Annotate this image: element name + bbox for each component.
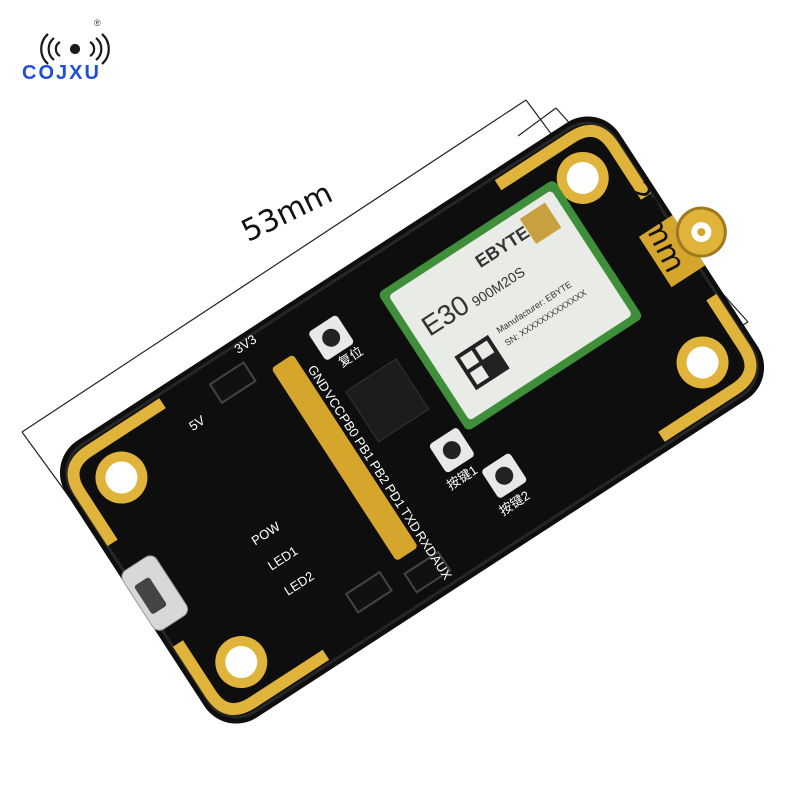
cojxu-logo	[40, 33, 110, 65]
tactile-buttons	[309, 315, 527, 498]
gold-mounting-pads	[67, 124, 757, 716]
e30-module	[379, 181, 642, 430]
jumpers	[208, 361, 452, 614]
registered-mark: ®	[94, 18, 101, 28]
brand-name: COJXU	[22, 62, 101, 84]
pin-header	[272, 355, 417, 560]
usb-uart-chip	[345, 358, 430, 443]
jumper-label-5v: 5V	[186, 412, 208, 433]
sma-connector	[638, 206, 727, 288]
signal-wave-icon	[40, 33, 110, 65]
